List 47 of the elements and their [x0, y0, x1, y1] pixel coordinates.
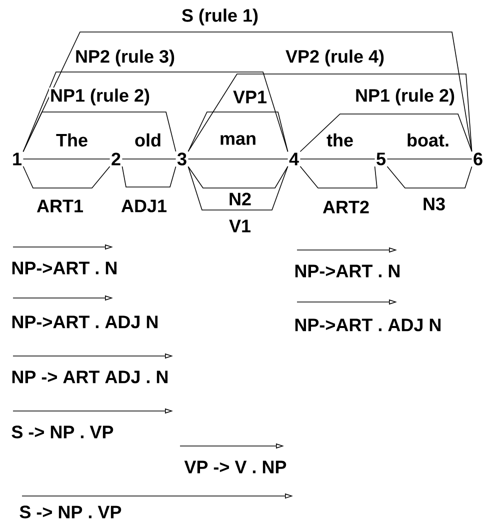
edge-label: NP1 (rule 2)	[354, 88, 456, 106]
arc-line	[300, 166, 378, 188]
word-line	[386, 158, 472, 160]
edge-label: boat.	[406, 132, 450, 148]
rule-label: NP->ART . N	[12, 262, 116, 274]
rule-label: NP->ART . ADJ N	[295, 318, 440, 332]
arc-line	[22, 32, 472, 152]
arc-line	[386, 166, 472, 188]
rule-label: VP -> V . NP	[184, 460, 286, 474]
rule-label: NP->ART . ADJ N	[12, 316, 158, 328]
rule-label: S -> NP . VP	[20, 506, 122, 518]
position-number: 4	[289, 152, 299, 166]
word-line	[188, 158, 288, 160]
arc-line	[22, 166, 110, 188]
edge-label: ADJ1	[120, 198, 168, 214]
position-number: 2	[112, 152, 120, 166]
rule-label: S -> NP . VP	[12, 426, 114, 438]
position-number: 5	[376, 152, 386, 166]
edge-label: man	[218, 134, 258, 146]
edge-label: old	[134, 132, 162, 148]
arc-line	[188, 74, 472, 152]
edge-label: N2	[228, 192, 252, 206]
edge-label: S (rule 1)	[180, 8, 260, 26]
word-line	[22, 158, 110, 160]
edge-label: VP2 (rule 4)	[284, 48, 386, 68]
edge-label: NP2 (rule 3)	[74, 48, 176, 68]
edge-label: VP1	[232, 90, 268, 104]
position-number: 1	[13, 152, 22, 166]
word-line	[300, 158, 376, 160]
arc-line	[300, 114, 472, 152]
arc-line	[188, 112, 288, 152]
edge-label: the	[326, 132, 354, 148]
position-number: 3	[177, 152, 186, 166]
edge-label: ART1	[36, 198, 84, 214]
rule-label: NP->ART . N	[295, 264, 400, 278]
edge-label: N3	[422, 196, 446, 212]
edge-label: NP1 (rule 2)	[49, 88, 152, 106]
word-line	[122, 158, 176, 160]
arc-line	[22, 72, 288, 152]
position-number: 6	[474, 152, 482, 166]
edge-label: The	[55, 132, 89, 148]
arc-line	[188, 166, 288, 188]
edge-label: ART2	[322, 200, 370, 214]
rule-label: NP -> ART ADJ . N	[12, 370, 168, 384]
edge-label: V1	[228, 218, 252, 234]
arc-line	[122, 166, 176, 188]
arc-line	[188, 166, 288, 210]
